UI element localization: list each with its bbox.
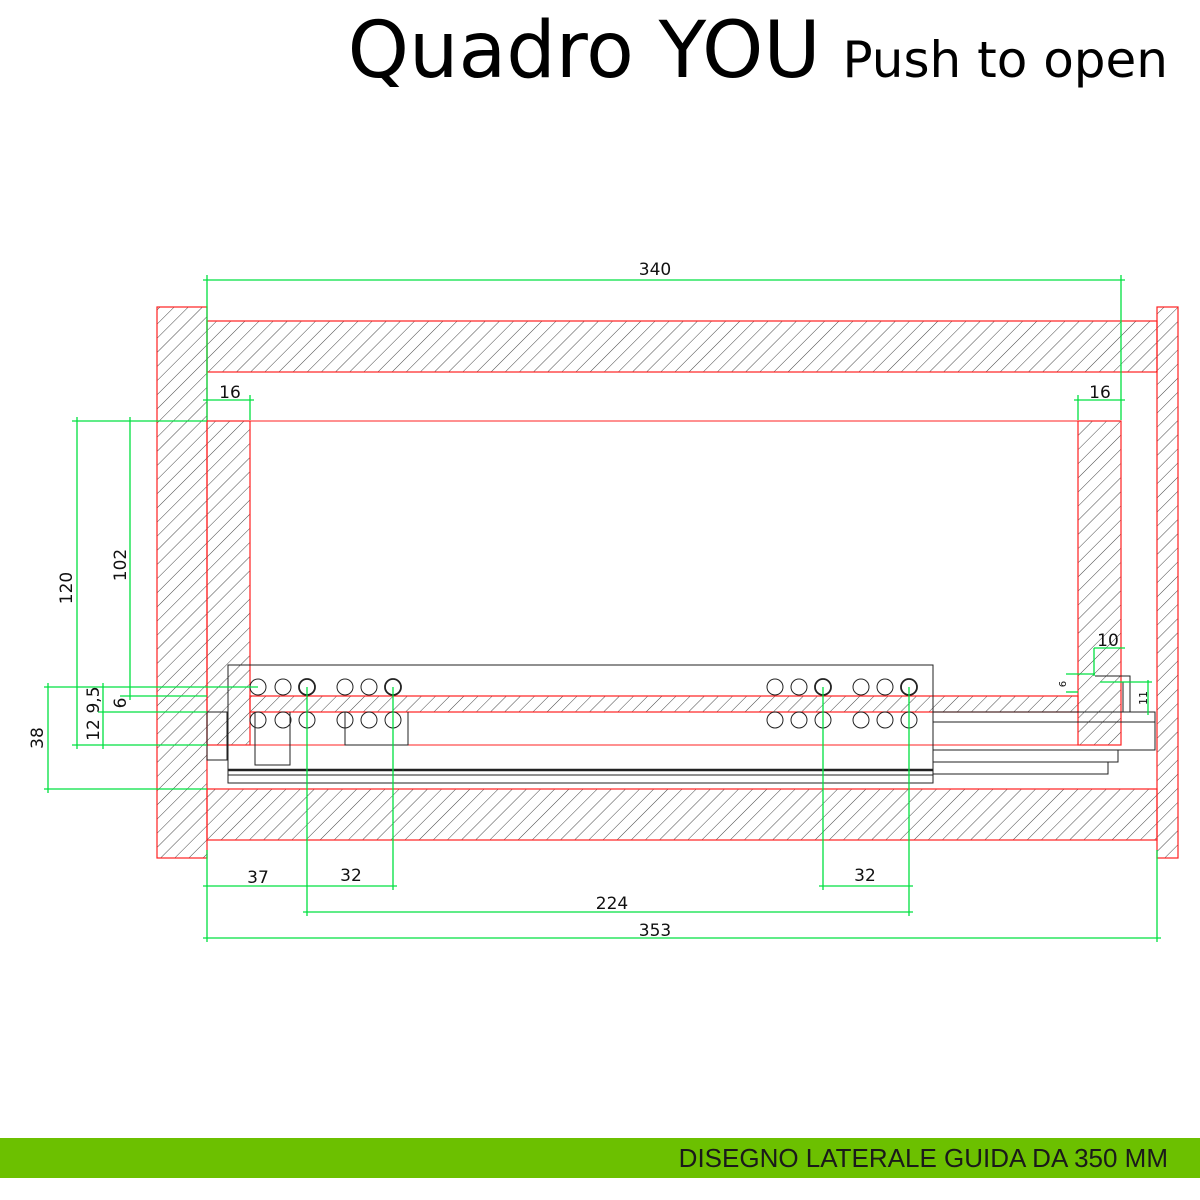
drawing-title: Quadro YOU Push to open	[348, 6, 1168, 96]
footer-bar: DISEGNO LATERALE GUIDA DA 350 MM	[0, 1138, 1200, 1178]
dim-32-rear: 32	[854, 866, 876, 886]
dim-6: 6	[111, 698, 131, 709]
mounting-hole	[876, 678, 894, 696]
dim-12: 12	[84, 719, 104, 741]
mounting-hole	[360, 711, 378, 729]
dim-9-5: 9,5	[84, 686, 104, 713]
mounting-hole	[274, 678, 292, 696]
drawer-bottom	[249, 695, 1079, 713]
dimension-labels: 340 16 16 120 102 38 12 9,5 6 10 6 11 37…	[28, 260, 1150, 941]
drawer-slide	[206, 664, 1156, 784]
mounting-hole	[766, 678, 784, 696]
dim-38: 38	[28, 727, 48, 749]
dim-10: 10	[1097, 631, 1119, 651]
mounting-hole	[852, 678, 870, 696]
dim-11: 11	[1137, 691, 1150, 705]
footer-caption: DISEGNO LATERALE GUIDA DA 350 MM	[678, 1143, 1168, 1173]
mounting-hole	[766, 711, 784, 729]
mounting-hole	[876, 711, 894, 729]
dimension-lines	[44, 275, 1161, 942]
right-cabinet-wall	[1156, 306, 1179, 859]
dim-340: 340	[639, 260, 671, 280]
dim-16-left: 16	[219, 383, 241, 403]
mounting-hole	[790, 711, 808, 729]
dim-120: 120	[57, 572, 77, 604]
mounting-hole	[360, 678, 378, 696]
drawer-rear-side	[1077, 420, 1122, 746]
left-cabinet-wall	[156, 306, 208, 859]
dim-16-right: 16	[1089, 383, 1111, 403]
dim-224: 224	[596, 894, 628, 914]
top-panel	[206, 320, 1158, 373]
mounting-hole	[852, 711, 870, 729]
dim-32-front: 32	[340, 866, 362, 886]
mounting-hole	[790, 678, 808, 696]
dim-rear-6: 6	[1058, 681, 1069, 687]
mounting-hole	[336, 711, 354, 729]
mounting-hole	[336, 678, 354, 696]
mounting-hole	[274, 711, 292, 729]
dim-102: 102	[111, 549, 131, 581]
bottom-panel	[206, 788, 1158, 841]
dim-353: 353	[639, 921, 671, 941]
product-subtitle: Push to open	[842, 31, 1168, 89]
mounting-hole	[249, 711, 267, 729]
dim-37: 37	[247, 868, 269, 888]
product-name: Quadro YOU	[347, 6, 821, 96]
